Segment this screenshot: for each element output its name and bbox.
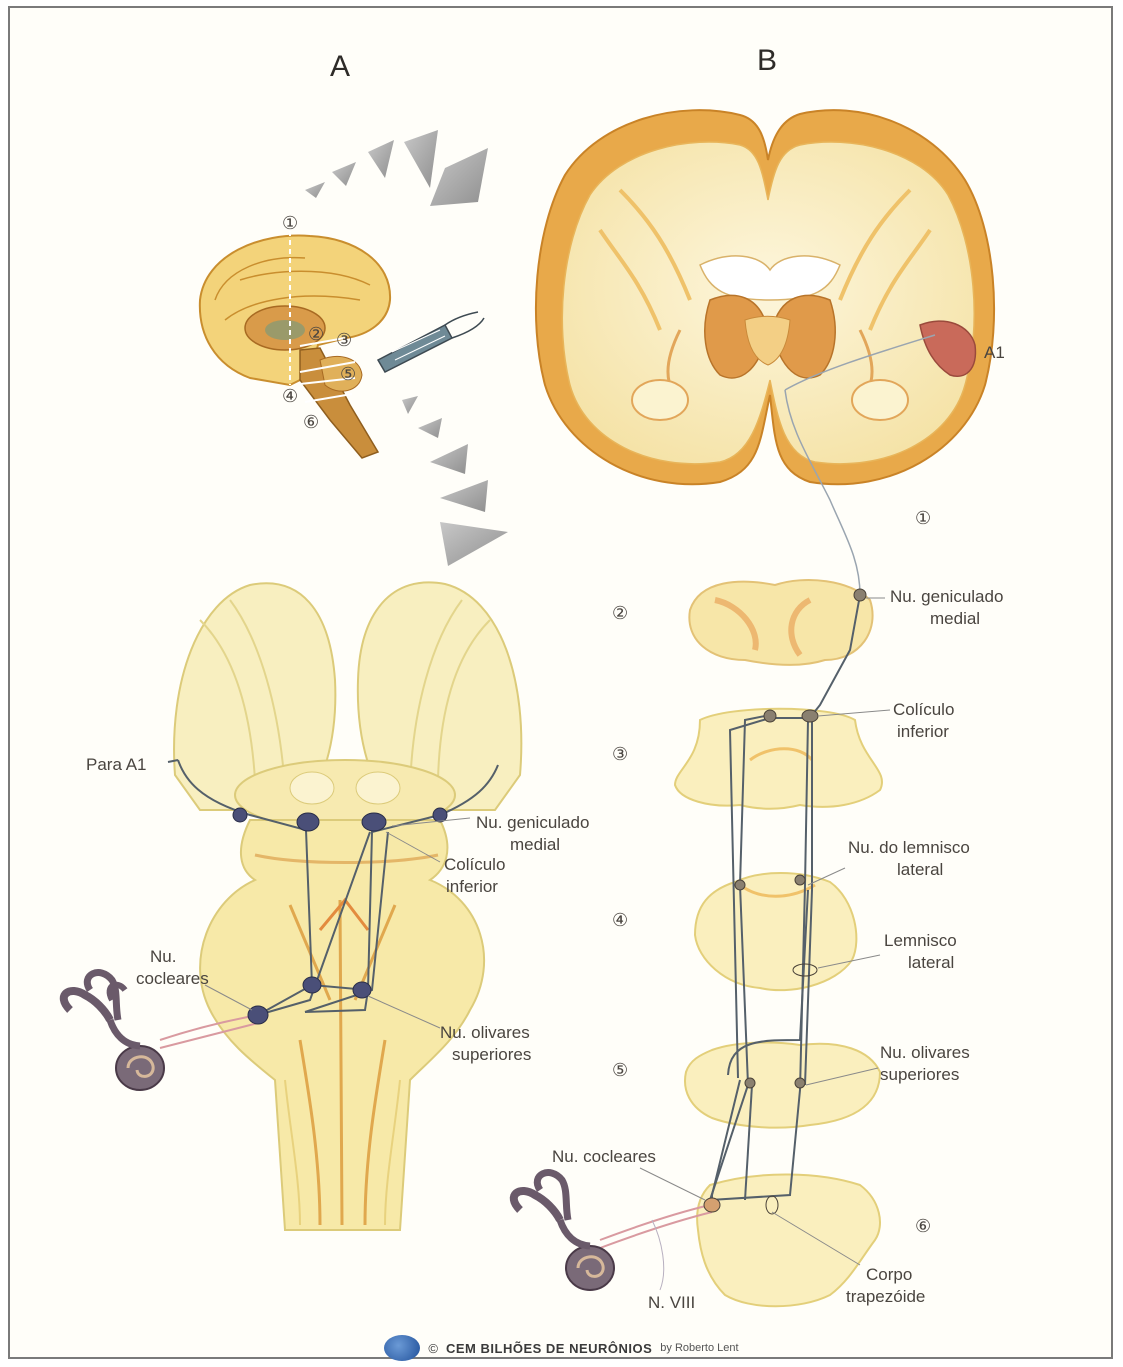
label-cocleares-a-1: Nu. bbox=[150, 947, 176, 966]
section-4-pons-upper bbox=[695, 873, 856, 990]
sagittal-marker-5: ⑤ bbox=[340, 364, 356, 384]
arrowheads-top bbox=[305, 130, 488, 206]
arrowheads-bottom bbox=[402, 396, 508, 566]
label-coliculo-b-1: Colículo bbox=[893, 700, 954, 719]
label-olivares-b-2: superiores bbox=[880, 1065, 959, 1084]
label-geniculado-a-2: medial bbox=[510, 835, 560, 854]
section-number-3: ③ bbox=[612, 744, 628, 764]
section-number-1: ① bbox=[915, 508, 931, 528]
section-number-2: ② bbox=[612, 603, 628, 623]
section-5-pons-lower bbox=[685, 1043, 880, 1128]
label-geniculado-b-2: medial bbox=[930, 609, 980, 628]
section-2-thalamus bbox=[689, 580, 872, 665]
label-geniculado-a-1: Nu. geniculado bbox=[476, 813, 589, 832]
label-coliculo-a-2: inferior bbox=[446, 877, 498, 896]
label-lemnisco-b-2: lateral bbox=[908, 953, 954, 972]
label-olivares-b-1: Nu. olivares bbox=[880, 1043, 970, 1062]
label-a1: A1 bbox=[984, 343, 1005, 362]
cochlea-b-icon bbox=[514, 1173, 664, 1290]
footer-copyright: © bbox=[428, 1341, 438, 1356]
sagittal-marker-4: ④ bbox=[282, 386, 298, 406]
label-lemnisco-nu-b-1: Nu. do lemnisco bbox=[848, 838, 970, 857]
leader-cocleares-b bbox=[640, 1168, 705, 1200]
section-3-midbrain bbox=[675, 709, 882, 809]
section-number-5: ⑤ bbox=[612, 1060, 628, 1080]
label-nviii: N. VIII bbox=[648, 1293, 695, 1312]
label-cocleares-a-2: cocleares bbox=[136, 969, 209, 988]
coronal-section bbox=[536, 110, 994, 484]
footer-title: CEM BILHÕES DE NEURÔNIOS bbox=[446, 1341, 652, 1356]
section-number-6: ⑥ bbox=[915, 1216, 931, 1236]
label-cocleares-b: Nu. cocleares bbox=[552, 1147, 656, 1166]
cochlear-nerve-b bbox=[600, 1205, 712, 1248]
panel-label-a: A bbox=[330, 50, 350, 83]
sagittal-brain bbox=[200, 222, 390, 458]
sagittal-marker-3: ③ bbox=[336, 330, 352, 350]
sagittal-marker-1: ① bbox=[282, 213, 298, 233]
label-para-a1: Para A1 bbox=[86, 755, 147, 774]
label-coliculo-a-1: Colículo bbox=[444, 855, 505, 874]
footer-credit: © CEM BILHÕES DE NEURÔNIOS by Roberto Le… bbox=[0, 1333, 1123, 1363]
section-number-4: ④ bbox=[612, 910, 628, 930]
label-lemnisco-b-1: Lemnisco bbox=[884, 931, 957, 950]
eyepiece-icon bbox=[378, 312, 484, 372]
label-olivares-a-1: Nu. olivares bbox=[440, 1023, 530, 1042]
sagittal-marker-6: ⑥ bbox=[303, 412, 319, 432]
label-olivares-a-2: superiores bbox=[452, 1045, 531, 1064]
sagittal-marker-2: ② bbox=[308, 324, 324, 344]
cochlea-a-icon bbox=[64, 973, 164, 1090]
label-lemnisco-nu-b-2: lateral bbox=[897, 860, 943, 879]
footer-author: by Roberto Lent bbox=[660, 1342, 738, 1354]
label-corpo-b-1: Corpo bbox=[866, 1265, 912, 1284]
label-coliculo-b-2: inferior bbox=[897, 722, 949, 741]
label-geniculado-b-1: Nu. geniculado bbox=[890, 587, 1003, 606]
brain-logo-icon bbox=[384, 1335, 420, 1361]
brainstem-dorsal bbox=[174, 582, 521, 1230]
label-corpo-b-2: trapezóide bbox=[846, 1287, 925, 1306]
panel-label-b: B bbox=[757, 44, 777, 77]
